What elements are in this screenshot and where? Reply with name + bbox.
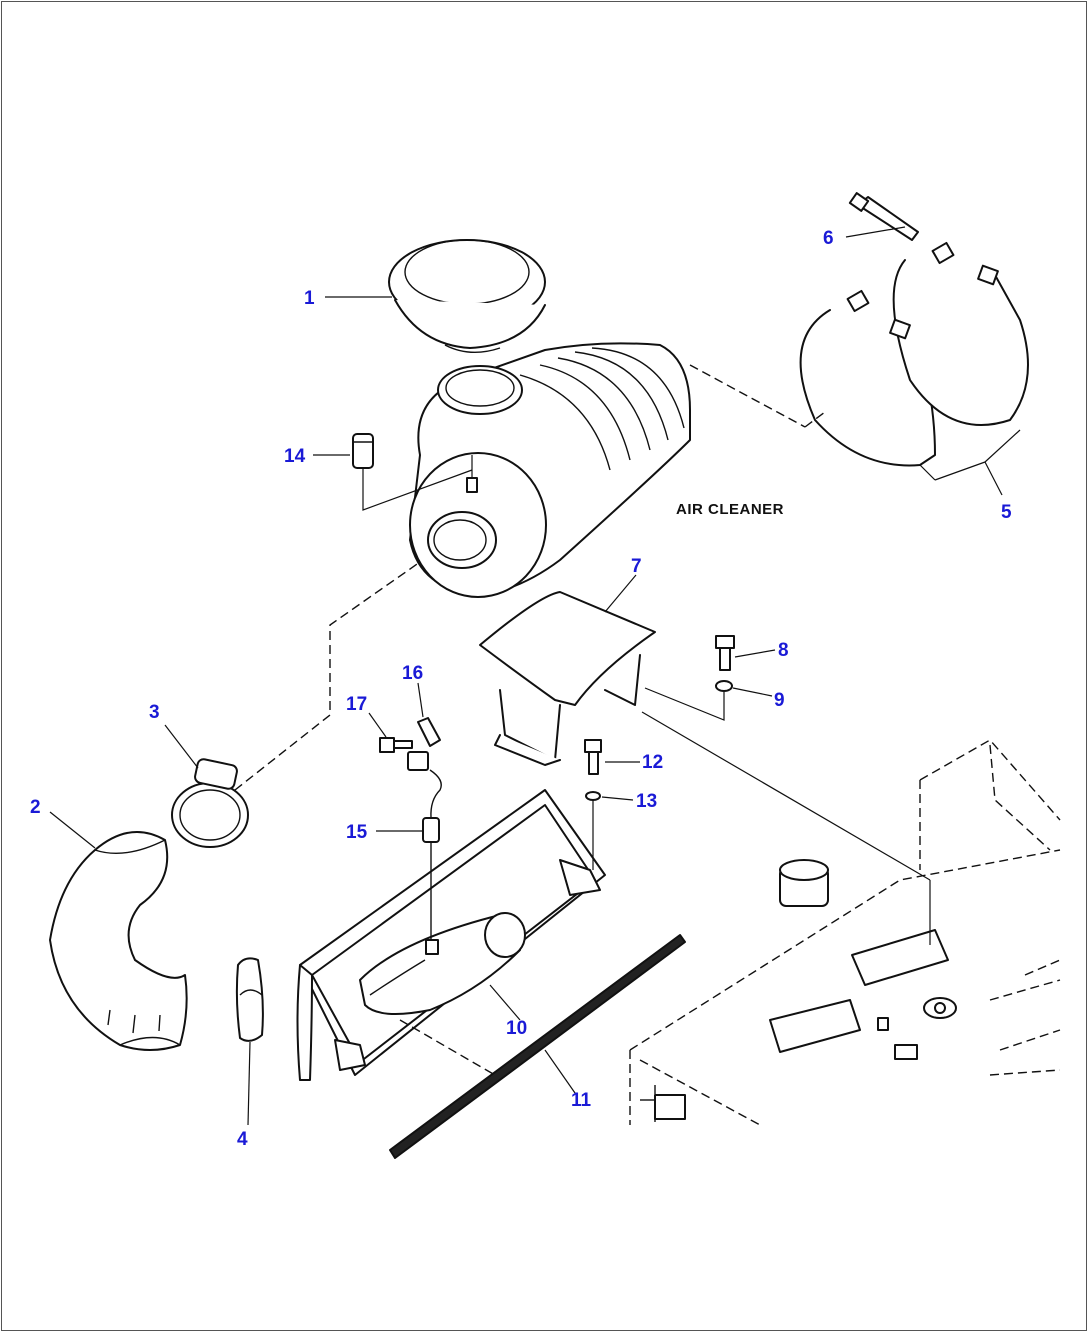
cap-part (388, 239, 546, 353)
callout-8: 8 (778, 640, 789, 661)
callout-7: 7 (631, 556, 642, 577)
bracket-part (479, 591, 656, 766)
callout-9: 9 (774, 690, 785, 711)
callout-6: 6 (823, 228, 834, 249)
callout-16: 16 (402, 663, 423, 684)
indicator-part (352, 433, 473, 511)
callout-2: 2 (30, 797, 41, 818)
rod-part (389, 934, 686, 1159)
band-bolt-part (848, 192, 919, 241)
cover-part (235, 957, 264, 1042)
callout-14: 14 (284, 446, 306, 467)
mounting-bands-part (689, 241, 1029, 481)
pre-cleaner-frame (296, 789, 606, 1081)
callout-12: 12 (642, 752, 663, 773)
bolt-8-part (715, 635, 735, 671)
machine-frame (629, 711, 1061, 1126)
hose-clamp-part (171, 758, 249, 848)
callout-10: 10 (506, 1018, 527, 1039)
washer-9-part (715, 680, 733, 692)
callout-15: 15 (346, 822, 368, 843)
leader-lines (49, 226, 1003, 1126)
elbow-hose-part (49, 831, 188, 1051)
air-cleaner-caption: AIR CLEANER (676, 501, 784, 518)
callout-17: 17 (346, 694, 367, 715)
pre-cleaner-part (359, 912, 526, 1015)
callout-1: 1 (304, 288, 315, 309)
bolt-17-part (379, 737, 413, 753)
callout-4: 4 (237, 1129, 248, 1150)
bolt-12-part (584, 739, 602, 775)
connector-part (407, 751, 429, 771)
callout-13: 13 (636, 791, 657, 812)
callout-3: 3 (149, 702, 160, 723)
sensor-switch-part (422, 769, 442, 940)
air-cleaner-body (409, 342, 691, 598)
callout-11: 11 (571, 1090, 592, 1111)
clip-16-part (417, 717, 441, 747)
callout-5: 5 (1001, 502, 1012, 523)
